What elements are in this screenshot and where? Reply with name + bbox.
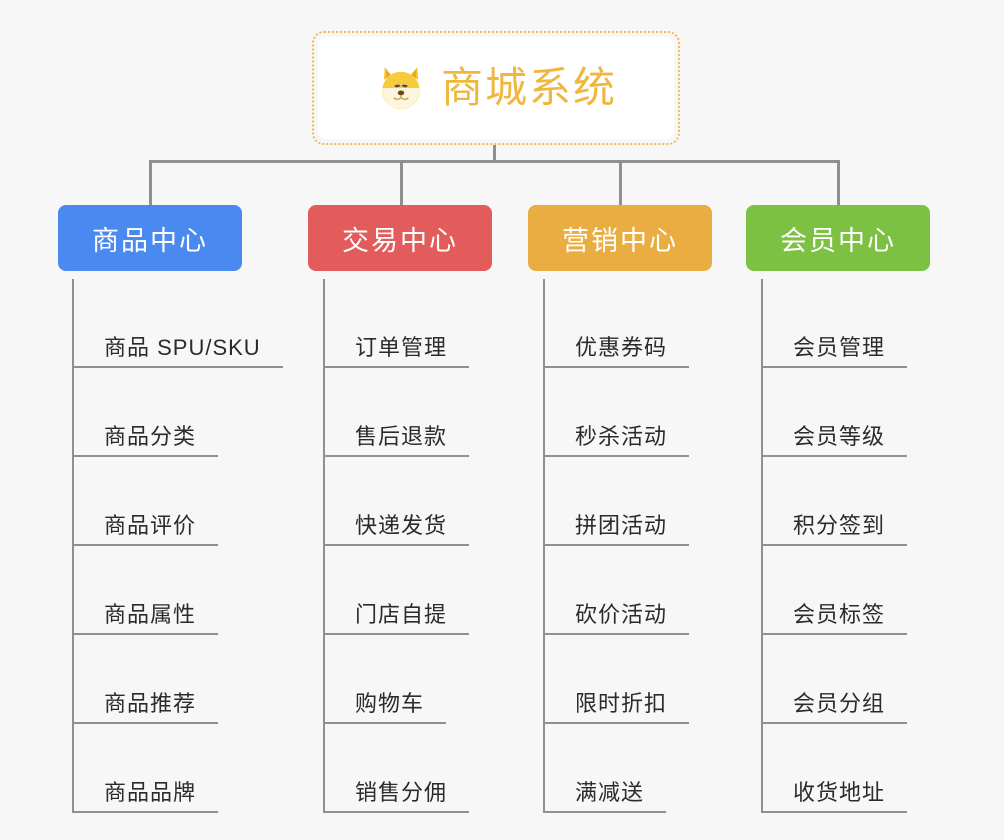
- leaf-item[interactable]: 会员分组: [761, 635, 908, 724]
- leaf-item-label: 会员等级: [763, 426, 908, 457]
- category-box-1[interactable]: 商品中心: [58, 205, 242, 271]
- leaf-item[interactable]: 会员标签: [761, 546, 908, 635]
- leaf-item[interactable]: 购物车: [323, 635, 469, 724]
- leaf-item[interactable]: 售后退款: [323, 368, 470, 457]
- connector-drop-1: [149, 160, 152, 208]
- leaf-item[interactable]: 会员管理: [761, 279, 908, 368]
- leaf-column-4: 会员管理会员等级积分签到会员标签会员分组收货地址: [761, 279, 908, 813]
- shiba-dog-icon: [382, 66, 420, 110]
- leaf-item[interactable]: 商品属性: [72, 546, 283, 635]
- leaf-item-label: 商品推荐: [74, 693, 219, 724]
- leaf-item-label: 会员分组: [763, 693, 908, 724]
- leaf-item[interactable]: 砍价活动: [543, 546, 690, 635]
- category-label: 营销中心: [562, 225, 678, 256]
- leaf-item[interactable]: 销售分佣: [323, 724, 470, 813]
- category-label: 商品中心: [92, 225, 208, 256]
- connector-drop-3: [619, 160, 622, 208]
- connector-drop-4: [837, 160, 840, 208]
- leaf-item-label: 商品品牌: [74, 782, 219, 813]
- root-title: 商城系统: [440, 64, 617, 111]
- leaf-spine: [543, 279, 545, 813]
- leaf-item-label: 收货地址: [763, 782, 908, 813]
- leaf-item-label: 优惠券码: [545, 337, 690, 368]
- connector-horizontal-bus: [149, 160, 840, 163]
- leaf-item[interactable]: 收货地址: [761, 724, 908, 813]
- leaf-item-label: 门店自提: [325, 604, 470, 635]
- leaf-item-label: 拼团活动: [545, 515, 690, 546]
- leaf-item[interactable]: 会员等级: [761, 368, 908, 457]
- leaf-spine: [323, 279, 325, 813]
- leaf-item-label: 商品评价: [74, 515, 219, 546]
- leaf-item-label: 商品属性: [74, 604, 219, 635]
- leaf-item-label: 订单管理: [325, 337, 470, 368]
- leaf-item-label: 商品分类: [74, 426, 219, 457]
- leaf-item-label: 限时折扣: [545, 693, 690, 724]
- category-box-2[interactable]: 交易中心: [308, 205, 492, 271]
- leaf-item[interactable]: 满减送: [543, 724, 689, 813]
- leaf-column-3: 优惠券码秒杀活动拼团活动砍价活动限时折扣满减送: [543, 279, 690, 813]
- leaf-item-label: 购物车: [325, 693, 447, 724]
- leaf-item[interactable]: 商品推荐: [72, 635, 283, 724]
- category-label: 会员中心: [780, 225, 896, 256]
- leaf-item-label: 满减送: [545, 782, 667, 813]
- leaf-item[interactable]: 优惠券码: [543, 279, 690, 368]
- leaf-item-label: 会员标签: [763, 604, 908, 635]
- category-label: 交易中心: [342, 225, 458, 256]
- leaf-item[interactable]: 积分签到: [761, 457, 908, 546]
- root-node[interactable]: 商城系统: [312, 31, 680, 145]
- category-box-4[interactable]: 会员中心: [746, 205, 930, 271]
- leaf-item[interactable]: 限时折扣: [543, 635, 690, 724]
- leaf-item[interactable]: 门店自提: [323, 546, 470, 635]
- leaf-item[interactable]: 拼团活动: [543, 457, 690, 546]
- leaf-column-1: 商品 SPU/SKU 商品分类商品评价商品属性商品推荐商品品牌: [72, 279, 283, 813]
- leaf-item-label: 商品 SPU/SKU: [74, 337, 283, 368]
- leaf-item[interactable]: 秒杀活动: [543, 368, 690, 457]
- leaf-column-2: 订单管理售后退款快递发货门店自提购物车销售分佣: [323, 279, 470, 813]
- leaf-item[interactable]: 商品 SPU/SKU: [72, 279, 283, 368]
- leaf-item[interactable]: 商品品牌: [72, 724, 283, 813]
- leaf-item-label: 快递发货: [325, 515, 470, 546]
- leaf-item[interactable]: 订单管理: [323, 279, 470, 368]
- leaf-item-label: 会员管理: [763, 337, 908, 368]
- leaf-item[interactable]: 快递发货: [323, 457, 470, 546]
- leaf-item-label: 秒杀活动: [545, 426, 690, 457]
- leaf-item[interactable]: 商品评价: [72, 457, 283, 546]
- leaf-item-label: 积分签到: [763, 515, 908, 546]
- root-node-inner: 商城系统: [318, 37, 674, 139]
- leaf-item[interactable]: 商品分类: [72, 368, 283, 457]
- leaf-item-label: 砍价活动: [545, 604, 690, 635]
- leaf-item-label: 售后退款: [325, 426, 470, 457]
- category-box-3[interactable]: 营销中心: [528, 205, 712, 271]
- leaf-item-label: 销售分佣: [325, 782, 470, 813]
- connector-drop-2: [400, 160, 403, 208]
- leaf-spine: [72, 279, 74, 813]
- connector-root-stem: [493, 145, 496, 163]
- leaf-spine: [761, 279, 763, 813]
